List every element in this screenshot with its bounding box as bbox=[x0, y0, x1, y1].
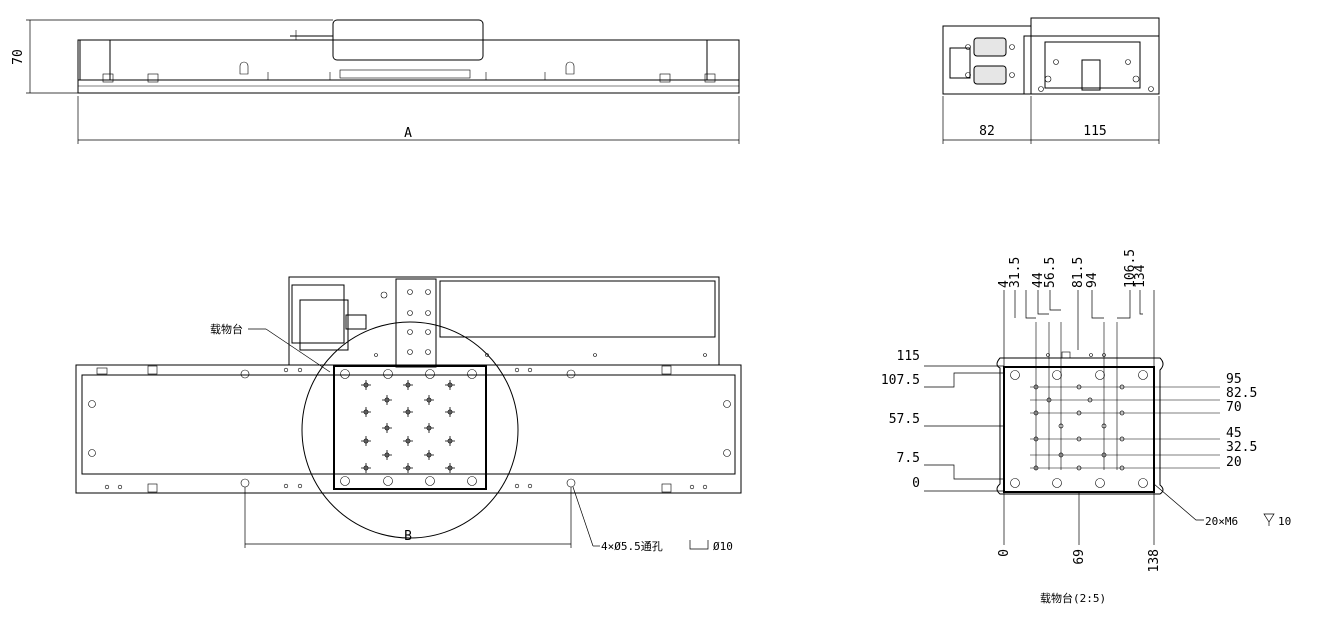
detail-top-dim: 81.5 bbox=[1071, 257, 1086, 288]
detail-top-dim: 44 bbox=[1031, 272, 1046, 288]
detail-left-dim: 115 bbox=[897, 349, 920, 364]
detail-top-leaders bbox=[1003, 290, 1155, 367]
detail-top-dim: 106.5 bbox=[1123, 249, 1138, 288]
detail-right-dim: 95 bbox=[1226, 372, 1242, 387]
detail-right-dim: 45 bbox=[1226, 426, 1242, 441]
detail-bottom-dim: 138 bbox=[1147, 549, 1162, 572]
dim-a-label: A bbox=[404, 126, 412, 141]
dim-70-label: 70 bbox=[11, 49, 26, 65]
mount-hole-callout: 4×Ø5.5通孔 Ø10 bbox=[572, 486, 733, 553]
dim-82-label: 82 bbox=[979, 124, 995, 139]
counterbore-label: Ø10 bbox=[713, 540, 733, 553]
stage-corner-holes bbox=[340, 369, 477, 486]
counterbore-icon bbox=[689, 540, 709, 550]
mount-hole-label: 4×Ø5.5通孔 bbox=[601, 540, 663, 553]
detail-top-dim: 4 bbox=[997, 280, 1012, 288]
detail-title: 载物台(2:5) bbox=[1040, 591, 1106, 605]
detail-top-dim: 31.5 bbox=[1008, 257, 1023, 288]
front-view bbox=[77, 19, 740, 94]
detail-left-dim: 7.5 bbox=[897, 451, 920, 466]
detail-tapped-holes bbox=[1033, 384, 1125, 471]
dimension-70: 70 bbox=[11, 19, 333, 94]
end-view bbox=[942, 17, 1160, 95]
detail-left-dim: 57.5 bbox=[889, 412, 920, 427]
detail-bottom-dim: 0 bbox=[997, 549, 1012, 557]
detail-right-dim: 20 bbox=[1226, 455, 1242, 470]
stage-label: 载物台 bbox=[210, 322, 243, 336]
tapped-holes-label: 20×M6 bbox=[1205, 515, 1238, 528]
detail-left-dim: 107.5 bbox=[881, 373, 920, 388]
detail-top-dim: 56.5 bbox=[1043, 257, 1058, 288]
detail-top-dim: 94 bbox=[1085, 272, 1100, 288]
detail-bottom-labels: 0 69 138 bbox=[997, 549, 1162, 572]
dim-b-label: B bbox=[404, 529, 412, 544]
detail-bottom-dim: 69 bbox=[1072, 549, 1087, 565]
detail-top-dim: 134 bbox=[1133, 264, 1148, 288]
detail-left-labels: 115 107.5 57.5 7.5 0 bbox=[881, 349, 920, 491]
detail-right-dim: 82.5 bbox=[1226, 386, 1257, 401]
detail-circle bbox=[301, 321, 519, 539]
depth-icon bbox=[1263, 513, 1275, 526]
detail-right-dim: 70 bbox=[1226, 400, 1242, 415]
dimension-a: A bbox=[77, 96, 740, 144]
stage-tapped-holes bbox=[361, 380, 455, 473]
detail-right-dim: 32.5 bbox=[1226, 440, 1257, 455]
detail-left-dim: 0 bbox=[912, 476, 920, 491]
stage-callout: 载物台 bbox=[210, 322, 331, 373]
dimension-b: B bbox=[244, 487, 572, 548]
detail-grid-lines bbox=[1030, 322, 1220, 470]
detail-bottom-leaders bbox=[1003, 492, 1155, 545]
dimension-82-115: 82 115 bbox=[942, 96, 1160, 144]
plan-view bbox=[75, 276, 742, 539]
detail-corner-holes bbox=[1010, 370, 1148, 488]
detail-view: 20×M6 10 bbox=[924, 290, 1291, 545]
detail-left-leaders bbox=[924, 365, 1004, 492]
thread-depth-label: 10 bbox=[1278, 515, 1291, 528]
dim-115-label: 115 bbox=[1083, 124, 1106, 139]
